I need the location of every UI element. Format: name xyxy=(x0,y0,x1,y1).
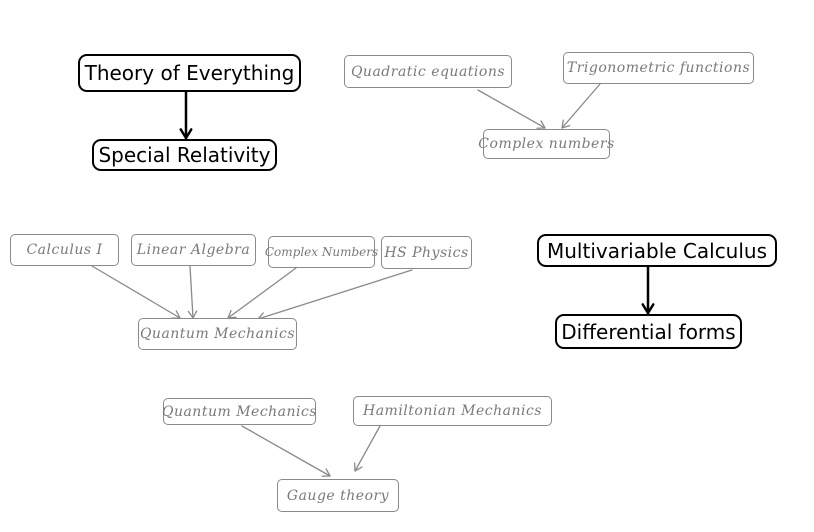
edge-line xyxy=(241,425,331,477)
arrowhead-icon xyxy=(321,468,331,477)
edge-trigonometric-functions-to-complex-numbers-top xyxy=(561,83,601,129)
node-hs-physics: HS Physics xyxy=(381,236,472,269)
node-quantum-mechanics-bottom: Quantum Mechanics xyxy=(162,398,317,425)
edge-line xyxy=(189,265,194,319)
edge-line xyxy=(477,89,546,129)
node-multivariable-calculus: Multivariable Calculus xyxy=(537,234,777,267)
node-hamiltonian-mechanics: Hamiltonian Mechanics xyxy=(353,396,552,426)
node-special-relativity: Special Relativity xyxy=(92,139,277,171)
node-quantum-mechanics-mid: Quantum Mechanics xyxy=(138,318,297,350)
edge-multivariable-calculus-to-differential-forms xyxy=(641,265,655,315)
node-linear-algebra: Linear Algebra xyxy=(131,234,256,266)
node-complex-numbers-mid: Complex Numbers xyxy=(265,236,378,268)
node-calculus-i: Calculus I xyxy=(10,234,119,266)
arrowhead-icon xyxy=(354,462,363,472)
arrowhead-icon xyxy=(561,119,571,129)
node-differential-forms: Differential forms xyxy=(555,314,742,349)
arrowhead-icon xyxy=(536,120,546,129)
edge-line xyxy=(227,267,297,319)
edge-line xyxy=(91,265,181,319)
edge-hamiltonian-mechanics-to-gauge-theory xyxy=(354,425,381,472)
edge-line xyxy=(561,83,601,129)
node-complex-numbers-top: Complex numbers xyxy=(478,129,614,159)
node-theory-of-everything: Theory of Everything xyxy=(78,54,301,92)
arrowhead-icon xyxy=(641,303,655,315)
edge-line xyxy=(354,425,381,472)
arrowhead-icon xyxy=(179,128,193,140)
edge-hs-physics-to-quantum-mechanics-mid xyxy=(257,269,413,322)
node-gauge-theory: Gauge theory xyxy=(277,479,399,512)
edge-line xyxy=(257,269,413,320)
node-quadratic-equations: Quadratic equations xyxy=(344,55,512,88)
edge-theory-of-everything-to-special-relativity xyxy=(179,90,193,140)
edge-calculus-i-to-quantum-mechanics-mid xyxy=(91,265,181,319)
edge-linear-algebra-to-quantum-mechanics-mid xyxy=(187,265,198,319)
edge-quadratic-equations-to-complex-numbers-top xyxy=(477,89,546,129)
edge-quantum-mechanics-bottom-to-gauge-theory xyxy=(241,425,331,477)
node-trigonometric-functions: Trigonometric functions xyxy=(563,52,754,84)
